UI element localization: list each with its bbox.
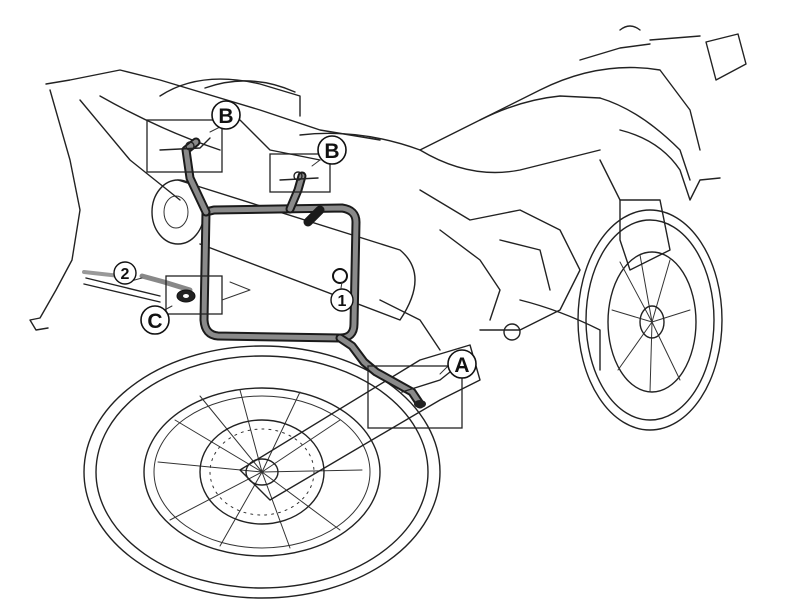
frame-and-engine	[379, 189, 601, 371]
rear-fender-bracket	[83, 277, 161, 303]
callout-part-1: 1	[330, 288, 354, 312]
svg-text:A: A	[454, 354, 469, 377]
bracket-detail-b-rear	[159, 137, 211, 151]
detail-box-b-front	[269, 153, 331, 193]
seat-and-tank	[299, 66, 701, 181]
bracket-detail-c	[176, 289, 196, 303]
rear-wheel	[83, 345, 441, 599]
svg-text:1: 1	[338, 293, 347, 310]
rear-subframe	[29, 69, 381, 331]
front-wheel	[577, 209, 723, 431]
bracket-detail-b-front	[279, 171, 319, 181]
callout-b-front: B	[317, 135, 347, 165]
callout-b-rear: B	[211, 100, 241, 130]
front-fairing	[599, 129, 721, 271]
svg-text:C: C	[147, 310, 162, 333]
detail-box-c	[165, 275, 223, 315]
callout-part-2: 2	[113, 261, 137, 285]
detail-box-b-rear	[146, 119, 223, 173]
brake-disc	[199, 419, 325, 525]
detail-box-a	[367, 365, 463, 429]
svg-text:2: 2	[121, 266, 130, 283]
handlebar-and-mirror	[579, 25, 747, 81]
svg-text:B: B	[218, 105, 233, 128]
callout-c: C	[140, 305, 170, 335]
svg-text:B: B	[324, 140, 339, 163]
bracket-detail-a	[401, 371, 451, 408]
side-rack-frame	[181, 137, 425, 409]
callout-a: A	[447, 349, 477, 379]
swingarm	[239, 344, 481, 501]
